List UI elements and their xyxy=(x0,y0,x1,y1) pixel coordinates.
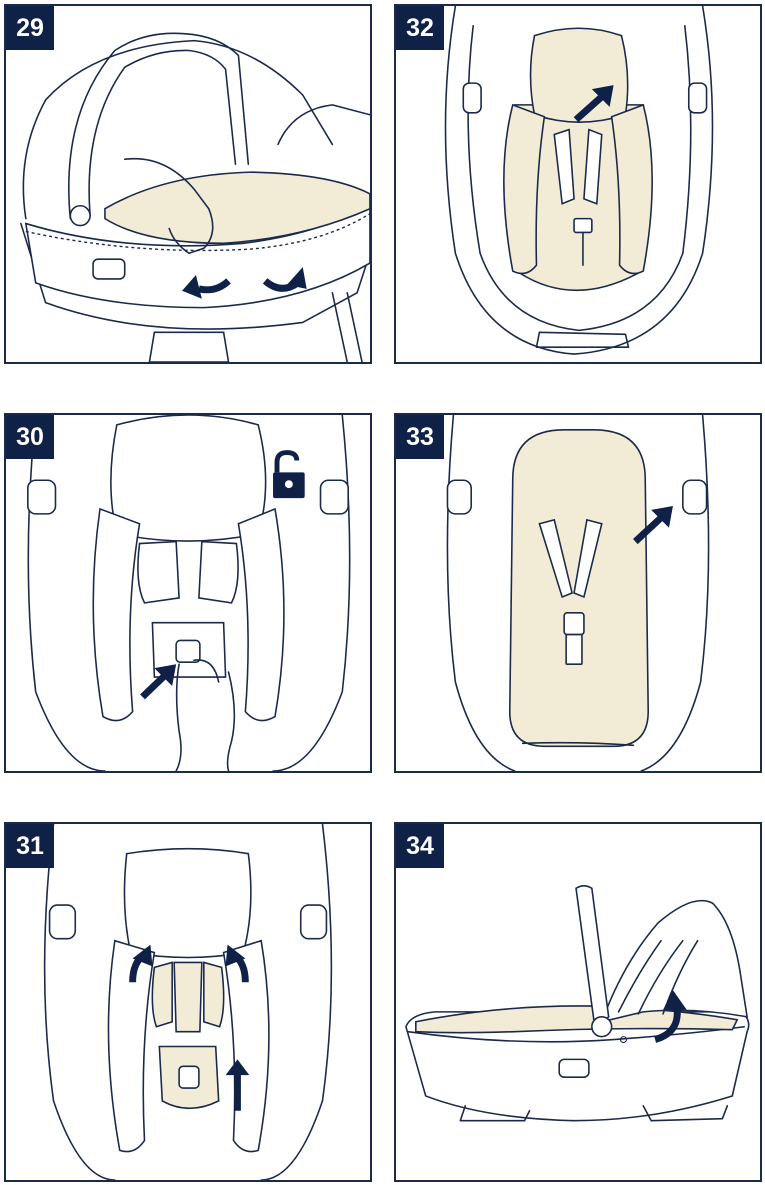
step-panel-32: 32 xyxy=(394,4,762,364)
step-panel-34: 34 xyxy=(394,822,762,1182)
step-panel-29: 29 xyxy=(4,4,372,364)
remove-head-pad-illustration xyxy=(396,6,760,362)
step-number-badge: 33 xyxy=(396,415,444,459)
unlock-icon xyxy=(273,453,305,498)
carrycot-unzip-illustration xyxy=(6,6,370,362)
fold-canopy-illustration xyxy=(396,824,760,1180)
step-number-badge: 34 xyxy=(396,824,444,868)
handle-slot xyxy=(93,259,125,279)
step-number-badge: 32 xyxy=(396,6,444,50)
step-number-badge: 31 xyxy=(6,824,54,868)
press-buckle-illustration xyxy=(6,415,370,771)
step-panel-33: 33 xyxy=(394,413,762,773)
thread-harness-illustration xyxy=(6,824,370,1180)
step-number-badge: 30 xyxy=(6,415,54,459)
step-number-badge: 29 xyxy=(6,6,54,50)
step-panel-31: 31 xyxy=(4,822,372,1182)
diagonal-arrow-icon xyxy=(143,664,177,697)
handle-slot xyxy=(559,1059,589,1077)
remove-seat-liner-illustration xyxy=(396,415,760,771)
step-panel-30: 30 xyxy=(4,413,372,773)
